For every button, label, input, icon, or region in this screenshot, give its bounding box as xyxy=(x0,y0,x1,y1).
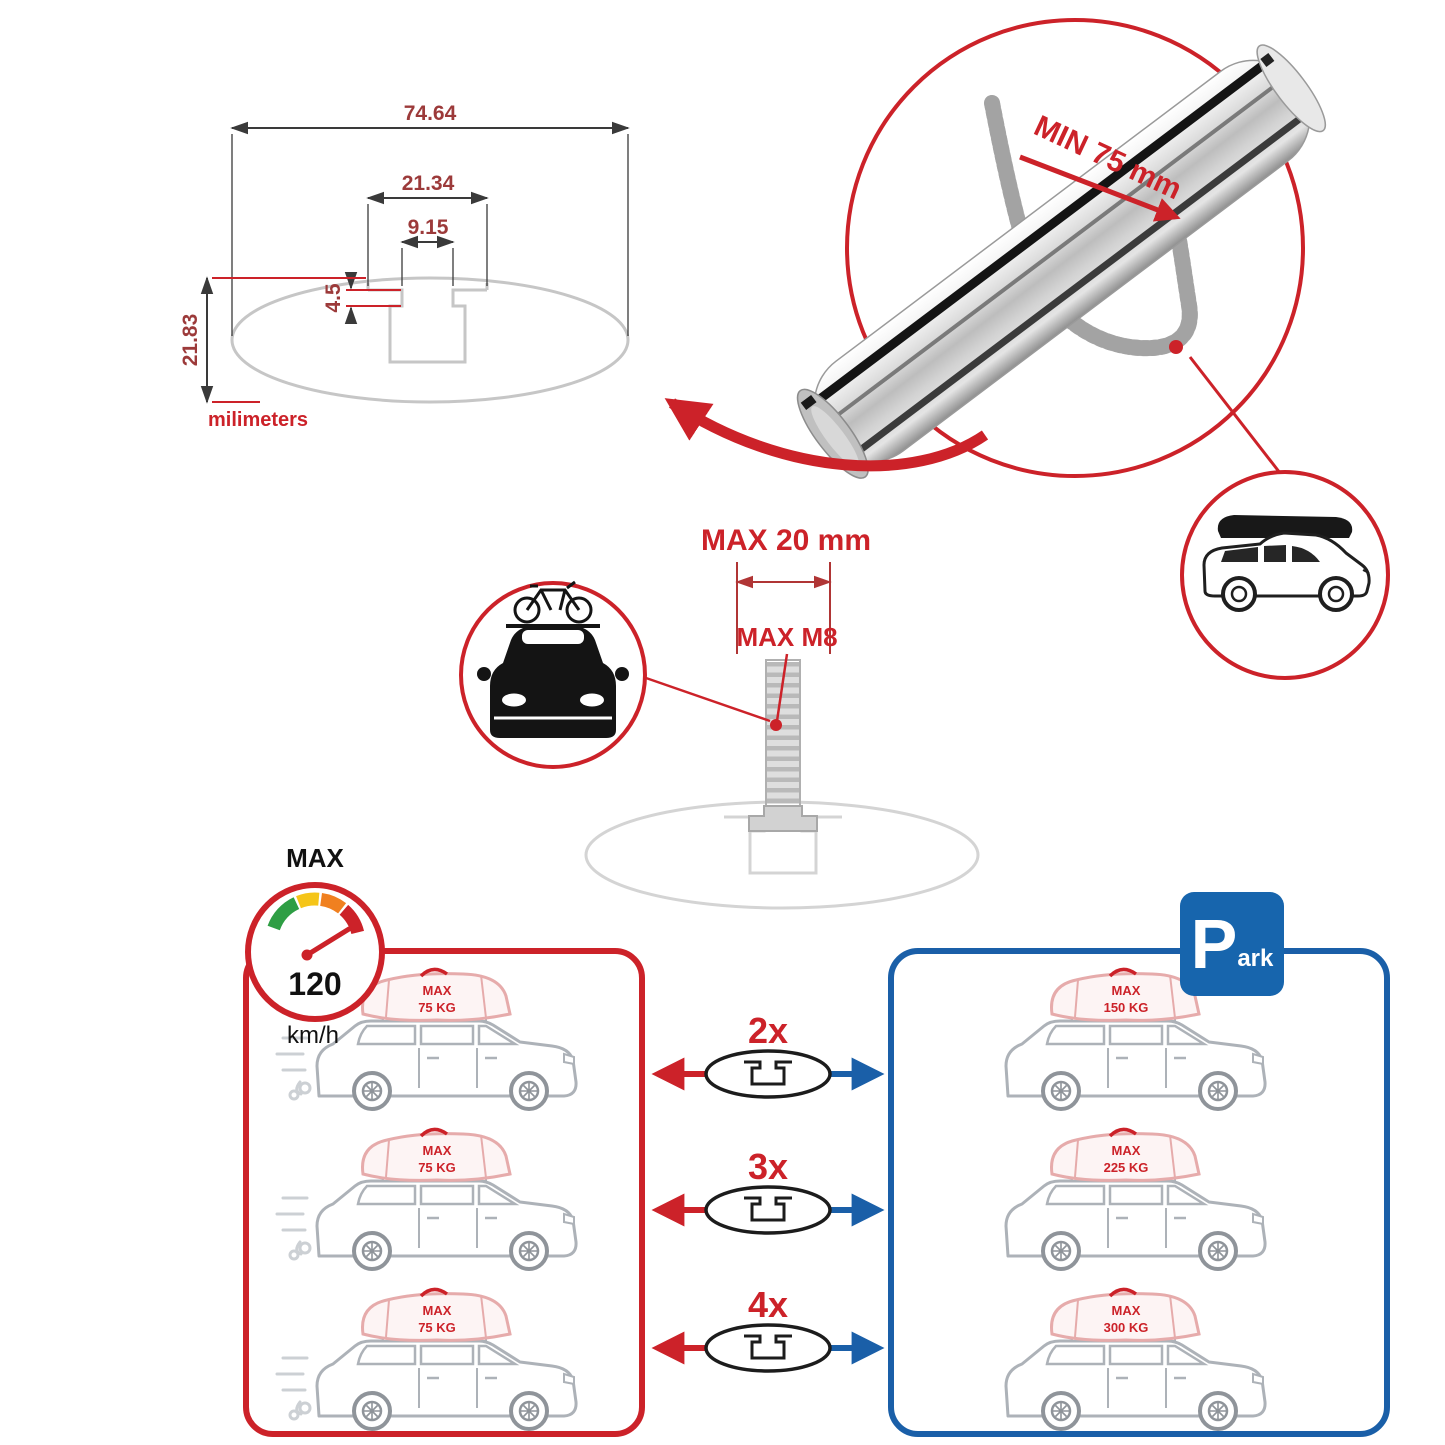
clamp-pointer-arrow xyxy=(1019,154,1181,222)
cargo-weight-label: 150 KG xyxy=(1104,1000,1149,1015)
cargo-weight-label: 75 KG xyxy=(418,1320,456,1335)
max-speed-gauge: MAX 120 km/h xyxy=(245,843,385,1049)
profile-outline xyxy=(230,276,630,404)
bolt-max-thread-label: MAX M8 xyxy=(736,622,837,652)
parking-sign-letter: P xyxy=(1190,905,1238,983)
crossbar-profile-icon xyxy=(744,1196,792,1222)
crossbar-quantity-column: 2x 3x 4x xyxy=(651,1010,885,1373)
cargo-weight-label: 75 KG xyxy=(418,1000,456,1015)
bike-circle-leader-line xyxy=(645,676,771,723)
multiplier-row-3x: 3x xyxy=(651,1146,885,1235)
multiplier-row-2x: 2x xyxy=(651,1010,885,1099)
gauge-unit: km/h xyxy=(287,1022,339,1049)
multiplier-label: 4x xyxy=(748,1284,788,1325)
suv-outline xyxy=(1004,1011,1268,1111)
units-label: milimeters xyxy=(208,409,308,431)
multiplier-label: 2x xyxy=(748,1010,788,1051)
t-slot-nut xyxy=(748,805,818,832)
cargo-max-label: MAX xyxy=(423,1143,452,1158)
motion-lines xyxy=(275,1356,312,1421)
dim-channel-width-value: 21.34 xyxy=(402,172,455,195)
car-roofbox-circle xyxy=(1180,470,1390,680)
crossbar-cross-section-diagram: 74.64 21.34 9.15 4.5 21.83 mili xyxy=(179,102,630,431)
multiplier-row-4x: 4x xyxy=(651,1284,885,1373)
suv-outline xyxy=(1004,1331,1268,1431)
driving-panel: MAX 75 KG MAX 75 KG MAX 75 KG xyxy=(243,948,645,1437)
crossbar-detail-view: MIN 75 mm xyxy=(664,18,1390,680)
gauge-arc-segments xyxy=(267,892,365,935)
bike-on-car-circle xyxy=(459,580,647,769)
car-illustration: MAX 75 KG xyxy=(275,1127,579,1271)
suv-outline xyxy=(315,1331,579,1431)
cargo-max-label: MAX xyxy=(1112,1143,1141,1158)
gauge-value: 120 xyxy=(288,966,341,1002)
cargo-weight-label: 225 KG xyxy=(1104,1160,1149,1175)
bolt-width-dimension xyxy=(735,562,832,654)
roof-box xyxy=(1217,515,1353,538)
car-front-silhouette xyxy=(477,626,629,738)
cargo-max-label: MAX xyxy=(1112,1303,1141,1318)
multiplier-label: 3x xyxy=(748,1146,788,1187)
clamp-reference-dot xyxy=(1169,340,1183,354)
car-illustration: MAX 225 KG xyxy=(1004,1127,1268,1271)
dimension-profile-height: 21.83 xyxy=(179,276,366,404)
u-bolt-clamp xyxy=(984,95,1198,357)
cargo-max-label: MAX xyxy=(1112,983,1141,998)
dimension-slot-width: 9.15 xyxy=(400,216,455,286)
dimension-lip-depth: 4.5 xyxy=(322,271,401,325)
car-illustration: MAX 75 KG xyxy=(275,967,579,1111)
dim-overall-width-value: 74.64 xyxy=(404,102,457,125)
dimension-overall-width: 74.64 xyxy=(230,102,630,336)
dim-lip-depth-value: 4.5 xyxy=(322,283,345,313)
arrow-to-cross-section xyxy=(664,398,989,472)
cargo-weight-label: 300 KG xyxy=(1104,1320,1149,1335)
suv-outline xyxy=(315,1171,579,1271)
car-illustration: MAX 150 KG xyxy=(1004,967,1268,1111)
dimension-channel-width: 21.34 xyxy=(366,172,489,286)
dim-slot-width-value: 9.15 xyxy=(408,216,449,239)
crossbar-profile-icon xyxy=(744,1060,792,1086)
bolt-detail-diagram: MAX 20 mm MAX M8 xyxy=(459,524,980,910)
car-illustration: MAX 75 KG xyxy=(275,1287,579,1431)
motion-lines xyxy=(275,1196,312,1261)
gauge-needle-pivot xyxy=(301,949,313,961)
suv-outline xyxy=(1004,1171,1268,1271)
car-illustration: MAX 300 KG xyxy=(1004,1287,1268,1431)
cargo-max-label: MAX xyxy=(423,1303,452,1318)
thread-reference-dot xyxy=(770,719,782,731)
gauge-needle xyxy=(304,926,352,958)
cargo-weight-label: 75 KG xyxy=(418,1160,456,1175)
cargo-max-label: MAX xyxy=(423,983,452,998)
aluminum-crossbar xyxy=(796,44,1327,479)
bolt-max-width-label: MAX 20 mm xyxy=(701,524,871,557)
parking-panel: MAX 150 KG MAX 225 KG MAX 300 KG xyxy=(888,948,1390,1437)
gauge-title: MAX xyxy=(286,843,344,873)
dim-profile-height-value: 21.83 xyxy=(179,314,202,367)
m8-leader-line xyxy=(775,653,789,722)
crossbar-profile-icon xyxy=(744,1334,792,1360)
connector-line-to-car xyxy=(1188,356,1282,474)
parking-sign-text: ark xyxy=(1237,945,1274,972)
